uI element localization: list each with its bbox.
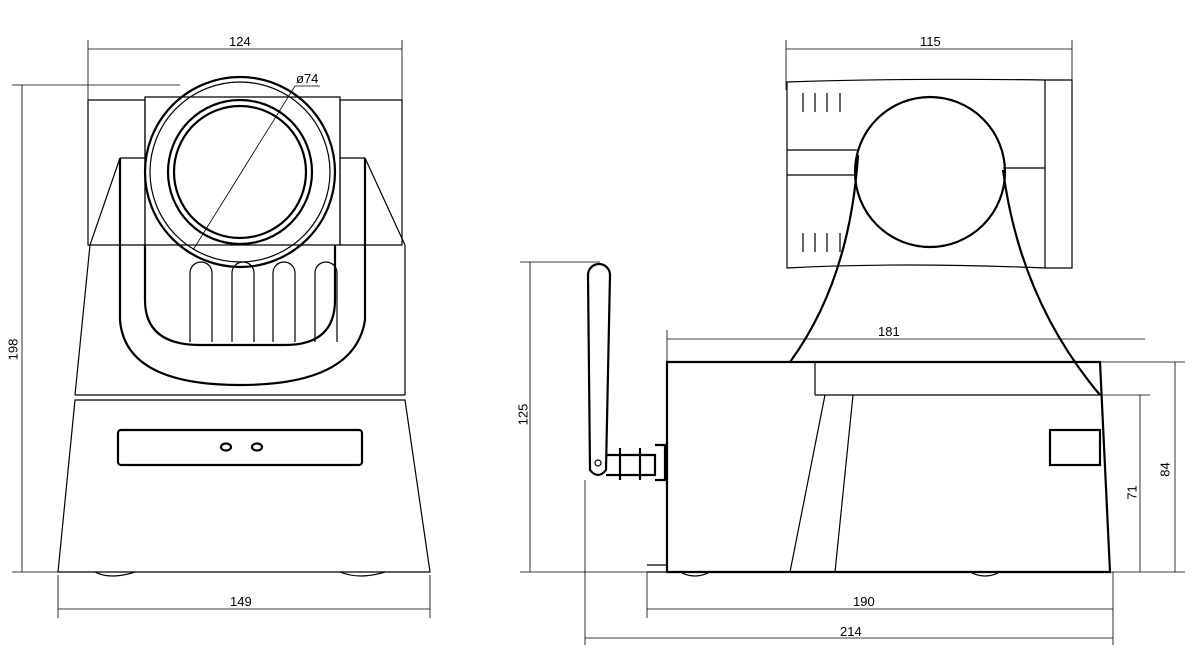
side-feet <box>647 564 1001 577</box>
front-panel <box>116 428 364 467</box>
dim-190-line <box>646 572 1114 645</box>
dim-214-line <box>584 480 1113 645</box>
dim-label-214: 214 <box>840 624 862 639</box>
yoke-outer <box>118 158 367 387</box>
side-panel <box>1048 428 1102 467</box>
tilt-hub <box>853 95 1007 249</box>
dim-124-line <box>87 40 403 100</box>
head-side-blocks <box>87 99 403 246</box>
head-seam <box>787 149 1045 176</box>
base-legs <box>789 394 854 573</box>
lens-outer <box>143 75 337 269</box>
dim-181-line <box>666 330 1145 362</box>
lens-glass <box>172 104 308 240</box>
indicator-led <box>250 442 264 452</box>
side-view <box>520 40 1185 645</box>
feet <box>94 571 386 577</box>
yoke-inner <box>143 245 337 347</box>
lens-ring <box>149 81 331 263</box>
front-base <box>57 394 431 573</box>
dim-label-124: 124 <box>229 34 251 49</box>
dim-84-line <box>1100 361 1185 573</box>
neck <box>789 154 1101 396</box>
dim-label-125: 125 <box>515 403 531 426</box>
dim-198-line <box>12 84 180 573</box>
side-head <box>786 78 1073 269</box>
dim-label-71: 71 <box>1124 485 1140 500</box>
vent-slots <box>802 93 841 252</box>
dim-149-line <box>57 575 431 618</box>
side-base <box>665 360 1112 574</box>
base-top-strip <box>814 362 1100 396</box>
dim-label-190: 190 <box>853 594 875 609</box>
front-view <box>12 40 431 618</box>
lens-ring-2 <box>166 98 314 246</box>
dim-label-149: 149 <box>230 594 252 609</box>
head-center <box>144 96 341 246</box>
antenna <box>586 262 667 482</box>
dim-label-198: 198 <box>5 338 21 361</box>
dim-125-line <box>520 261 660 573</box>
indicator-led <box>219 442 233 452</box>
dim-label-84: 84 <box>1157 462 1173 477</box>
yoke-ribs <box>189 261 338 342</box>
dim-74-leader <box>192 85 320 251</box>
yoke-sides <box>74 157 406 396</box>
dim-label-lens-diameter: ø74 <box>296 71 319 86</box>
dim-71-line <box>1100 394 1150 572</box>
dim-label-115: 115 <box>920 34 941 49</box>
dim-label-181: 181 <box>878 324 900 339</box>
